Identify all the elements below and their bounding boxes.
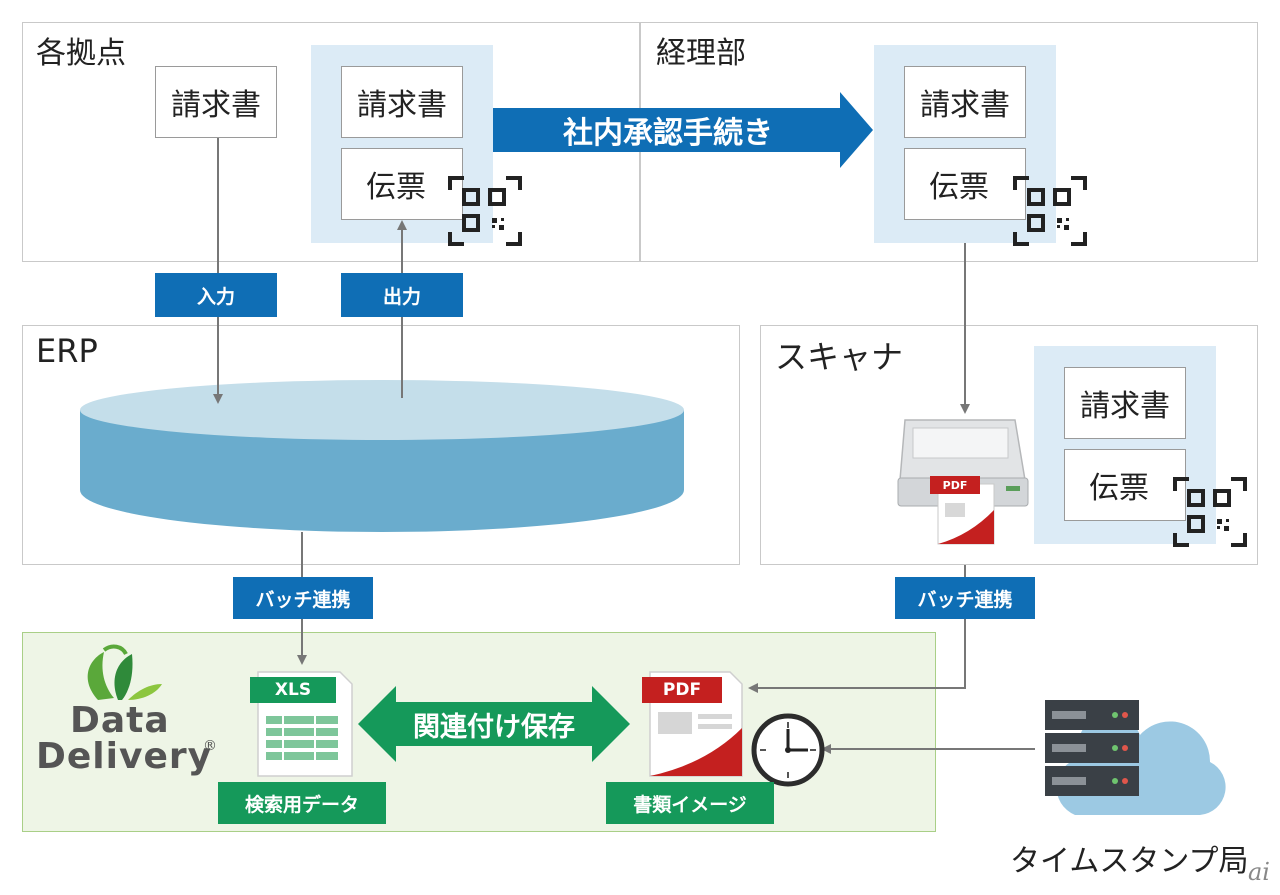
pdf-file-icon (930, 476, 995, 545)
qr-code-icon (1013, 176, 1087, 246)
output-tag: 出力 (341, 273, 463, 317)
branches-title: 各拠点 (36, 36, 126, 71)
accounting-invoice-doc: 請求書 (904, 66, 1026, 138)
accounting-title: 経理部 (656, 36, 746, 71)
server-icon (1045, 700, 1139, 796)
scanner-invoice-doc: 請求書 (1064, 367, 1186, 439)
link-save-label: 関連付け保存 (413, 711, 575, 743)
xls-badge-label: XLS (274, 680, 312, 700)
erp-database-icon (80, 380, 684, 532)
branch-printed-invoice-doc: 請求書 (341, 66, 463, 138)
input-tag: 入力 (155, 273, 277, 317)
qr-code-icon (1173, 477, 1247, 547)
timestamp-authority-label: タイムスタンプ局 (1010, 844, 1249, 879)
scanner-pdf-badge-label: PDF (942, 478, 968, 492)
batch-tag-left: バッチ連携 (233, 577, 373, 619)
search-data-tag: 検索用データ (218, 782, 386, 824)
scanner-voucher-doc: 伝票 (1064, 449, 1186, 521)
brand-line1: Data (70, 700, 170, 741)
xls-file-icon (250, 671, 353, 777)
approval-label: 社内承認手続き (563, 116, 773, 151)
document-image-tag: 書類イメージ (606, 782, 774, 824)
brand-line2: Delivery (36, 736, 213, 777)
pdf-badge-label: PDF (662, 680, 702, 700)
link-save-arrow (358, 686, 630, 762)
qr-code-icon (448, 176, 522, 246)
accounting-voucher-doc: 伝票 (904, 148, 1026, 220)
batch-tag-right: バッチ連携 (895, 577, 1035, 619)
scanner-title: スキャナ (775, 338, 904, 376)
erp-title: ERP (36, 332, 98, 370)
branch-voucher-doc: 伝票 (341, 148, 463, 220)
pdf-file-icon (642, 671, 743, 777)
data-delivery-logo-icon (87, 644, 162, 700)
brand-registered-mark: ® (203, 738, 217, 754)
watermark: ai (1248, 858, 1270, 886)
clock-icon (751, 713, 825, 787)
branch-invoice-doc: 請求書 (155, 66, 277, 138)
approval-arrow (493, 92, 873, 168)
